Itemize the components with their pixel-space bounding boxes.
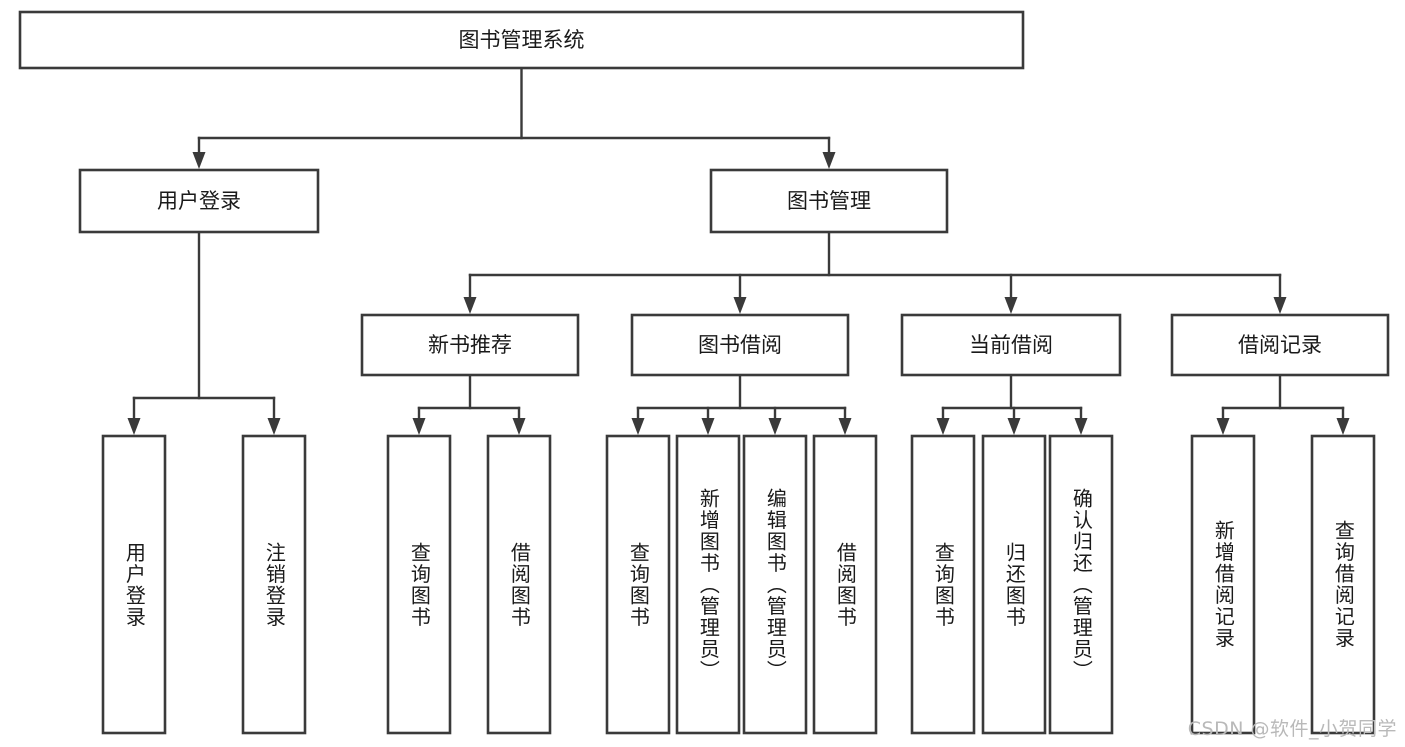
arrow-head-leaf-query-book-current — [936, 418, 950, 435]
node-box-leaf-query-book-recommend[interactable] — [386, 434, 452, 735]
boxes-layer — [18, 10, 1390, 735]
node-label-new-book-recommend: 新书推荐 — [428, 333, 512, 357]
node-box-leaf-add-borrow-record[interactable] — [1190, 434, 1256, 735]
node-box-leaf-edit-book-admin[interactable] — [742, 434, 808, 735]
arrow-head-book-borrow — [733, 297, 747, 314]
arrow-head-leaf-borrow-book-recommend — [512, 418, 526, 435]
node-label-book-management: 图书管理 — [787, 189, 871, 213]
node-box-leaf-query-book[interactable] — [605, 434, 671, 735]
node-box-leaf-confirm-return-admin[interactable] — [1048, 434, 1114, 735]
arrow-head-leaf-query-book — [631, 418, 645, 435]
arrow-head-new-book-recommend — [463, 297, 477, 314]
node-label-borrow-records: 借阅记录 — [1238, 333, 1322, 357]
arrow-head-leaf-add-book-admin — [701, 418, 715, 435]
node-box-current-borrow[interactable] — [900, 313, 1122, 377]
arrow-head-current-borrow — [1004, 297, 1018, 314]
arrow-head-book-management — [822, 152, 836, 169]
node-label-root: 图书管理系统 — [459, 28, 585, 52]
node-box-leaf-user-logout[interactable] — [241, 434, 307, 735]
node-box-leaf-user-login[interactable] — [101, 434, 167, 735]
node-box-book-management[interactable] — [709, 168, 949, 234]
node-box-root[interactable] — [18, 10, 1025, 70]
arrow-head-leaf-add-borrow-record — [1216, 418, 1230, 435]
arrow-head-leaf-user-login — [127, 418, 141, 435]
node-box-leaf-return-book[interactable] — [981, 434, 1047, 735]
node-label-user-login: 用户登录 — [157, 189, 241, 213]
watermark-text: CSDN @软件_小贺同学 — [1187, 718, 1397, 740]
node-box-leaf-query-book-current[interactable] — [910, 434, 976, 735]
node-box-user-login[interactable] — [78, 168, 320, 234]
node-box-leaf-borrow-book-recommend[interactable] — [486, 434, 552, 735]
node-label-current-borrow: 当前借阅 — [969, 333, 1053, 357]
node-box-new-book-recommend[interactable] — [360, 313, 580, 377]
arrow-head-leaf-edit-book-admin — [768, 418, 782, 435]
arrow-head-leaf-confirm-return-admin — [1074, 418, 1088, 435]
node-box-leaf-borrow-book[interactable] — [812, 434, 878, 735]
arrow-head-leaf-user-logout — [267, 418, 281, 435]
connectors-layer — [127, 66, 1350, 435]
node-box-borrow-records[interactable] — [1170, 313, 1390, 377]
arrow-head-leaf-return-book — [1007, 418, 1021, 435]
arrow-head-leaf-query-borrow-record — [1336, 418, 1350, 435]
arrow-head-leaf-query-book-recommend — [412, 418, 426, 435]
arrow-head-user-login — [192, 152, 206, 169]
node-label-book-borrow: 图书借阅 — [698, 333, 782, 357]
arrow-head-borrow-records — [1273, 297, 1287, 314]
node-box-leaf-query-borrow-record[interactable] — [1310, 434, 1376, 735]
arrow-head-leaf-borrow-book — [838, 418, 852, 435]
node-box-book-borrow[interactable] — [630, 313, 850, 377]
node-box-leaf-add-book-admin[interactable] — [675, 434, 741, 735]
